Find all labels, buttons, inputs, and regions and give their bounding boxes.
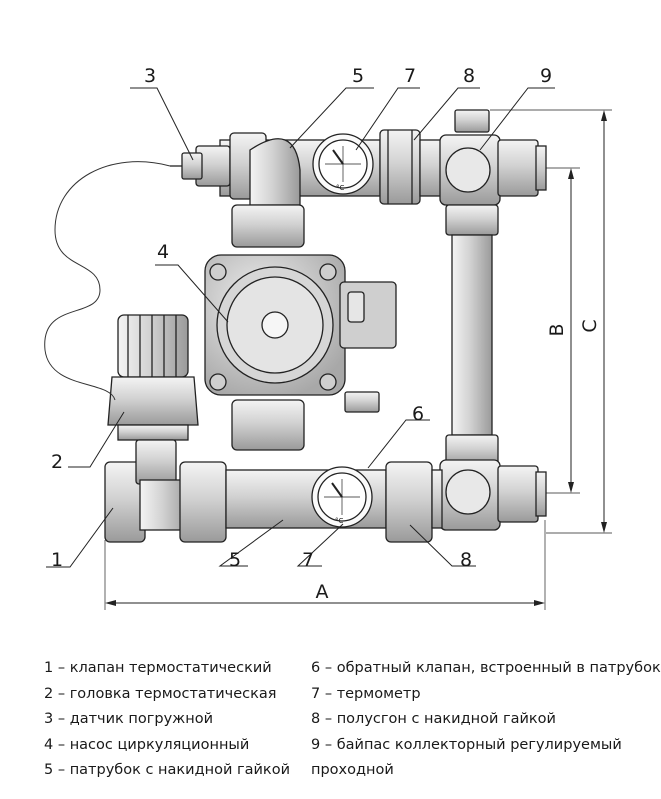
legend-item: 8 – полусгон с накидной гайкой [311,711,556,727]
bypass-collector [439,109,547,531]
legend-item: 4 – насос циркуляционный [44,736,250,753]
gauge-unit-bottom: °C [335,517,344,525]
leader-lines [46,87,555,568]
callout-8-bottom: 8 [460,549,472,571]
thermostatic-head [107,314,199,441]
legend-item: 3 – датчик погружной [44,711,214,727]
legend-left-column: 1 – клапан термостатический 2 – головка … [44,656,314,784]
callout-8-top: 8 [463,65,475,87]
callout-7-top: 7 [404,65,416,87]
dimension-c-label: C [579,319,601,332]
callout-1: 1 [51,549,63,571]
thermometer-top [312,133,374,195]
callout-3: 3 [144,65,156,87]
dimension-b-label: B [546,323,568,336]
callout-2: 2 [51,451,63,473]
legend-item: 9 – байпас коллекторный регулируемый [311,736,622,753]
legend-item: 5 – патрубок с накидной гайкой [44,762,290,778]
callout-7-bottom: 7 [302,549,314,571]
callout-4: 4 [157,241,169,263]
callout-5-top: 5 [352,65,364,87]
pump-group-diagram: °C °C 3 5 7 8 9 4 2 6 1 5 7 8 [44,65,612,610]
callout-6: 6 [412,403,424,425]
gauge-unit-top: °C [336,184,345,192]
sensor-capillary-wire [44,161,171,401]
circulation-pump [204,204,397,451]
legend-item: 1 – клапан термостатический [44,660,272,676]
dimension-a-label: A [316,581,329,603]
legend-item: 7 – термометр [311,685,421,702]
callout-5-bottom: 5 [229,549,241,571]
dimension-lines [104,109,612,610]
callout-9: 9 [540,65,552,87]
legend-item: проходной [311,762,394,778]
thermometer-bottom [311,466,373,528]
legend-item: 6 – обратный клапан, встроенный в патруб… [311,660,661,676]
legend-right-column: 6 – обратный клапан, встроенный в патруб… [311,656,661,784]
legend-item: 2 – головка термостатическая [44,685,277,702]
immersion-sensor [170,152,203,180]
